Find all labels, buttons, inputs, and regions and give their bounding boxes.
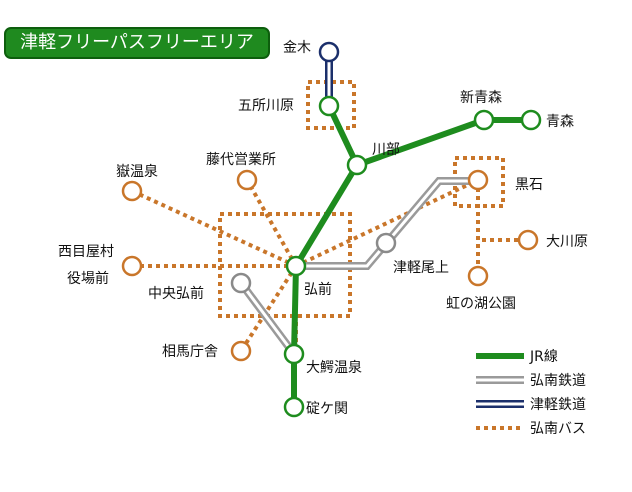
bus-route-hirosaki-dake (131, 189, 297, 268)
label-nishimeya: 西目屋村 (58, 244, 114, 260)
bus-route-goshogawara-area (306, 80, 356, 130)
legend: JR線 弘南鉄道 津軽鉄道 弘南バス (476, 349, 586, 437)
station-tsugaruonoe-marker (375, 232, 397, 254)
label-kanagi: 金木 (283, 40, 311, 56)
label-goshogawara: 五所川原 (238, 98, 294, 114)
station-kanagi-marker (318, 41, 340, 63)
label-yakubamae: 役場前 (67, 270, 109, 287)
bus-route-hirosaki-soma (239, 264, 298, 353)
stop-nishimeya-marker (121, 255, 143, 277)
konan-railway (237, 177, 478, 357)
stations (121, 41, 542, 418)
bus-route-hirosaki-kuroishi (295, 178, 479, 268)
station-aomori-marker (520, 109, 542, 131)
label-soma: 相馬庁舎 (162, 344, 218, 360)
label-dake: 嶽温泉 (116, 163, 158, 180)
jr-line-kawabe-shinaomori (354, 117, 487, 168)
stop-fujishiro-marker (236, 169, 258, 191)
bus-route-hirosaki-fujishiro (245, 179, 298, 267)
label-kuroishi: 黒石 (515, 177, 543, 193)
label-ikarigaseki: 碇ケ関 (306, 401, 348, 417)
stop-dake-marker (121, 180, 143, 202)
label-shinaomori: 新青森 (460, 90, 502, 106)
station-goshogawara-marker (318, 95, 340, 117)
legend-tsugaru-label: 津軽鉄道 (530, 397, 586, 413)
station-shinaomori-marker (473, 109, 495, 131)
station-ikarigaseki-marker (283, 396, 305, 418)
station-kuroishi-marker (467, 169, 489, 191)
label-hirosaki: 弘前 (304, 281, 332, 298)
station-labels: 金木 五所川原 川部 新青森 青森 黒石 大川原 津軽尾上 虹の湖公園 弘前 中… (58, 40, 588, 417)
map-title: 津軽フリーパスフリーエリア (4, 27, 270, 59)
bus-route-hirosaki-area (218, 212, 352, 318)
station-chuohirosaki-marker (230, 272, 252, 294)
legend-jr-label: JR線 (529, 349, 558, 365)
jr-line-kawabe-hirosaki (293, 162, 360, 269)
station-owani-marker (283, 343, 305, 365)
legend-konan-label: 弘南鉄道 (530, 373, 586, 389)
konan-line-inner-a (296, 179, 478, 268)
jr-line-hirosaki-ikarigaseki (291, 263, 299, 410)
konan-line-inner-b (239, 282, 296, 355)
label-chuohirosaki: 中央弘前 (148, 285, 204, 302)
label-aomori: 青森 (546, 114, 574, 130)
stop-soma-marker (230, 340, 252, 362)
label-okawara: 大川原 (546, 234, 588, 250)
label-owani: 大鰐温泉 (306, 359, 362, 376)
stop-nijinoko-marker (467, 265, 489, 287)
station-hirosaki-marker (285, 255, 307, 277)
legend-bus-label: 弘南バス (530, 421, 586, 437)
label-kawabe: 川部 (372, 142, 400, 158)
map-title-text: 津軽フリーパスフリーエリア (20, 32, 254, 53)
label-nijinoko: 虹の湖公園 (446, 296, 516, 312)
label-tsugaruonoe: 津軽尾上 (393, 260, 449, 276)
jr-line-goshogawara-kawabe (326, 103, 360, 168)
station-kawabe-marker (346, 154, 368, 176)
stop-okawara-marker (517, 229, 539, 251)
label-fujishiro: 藤代営業所 (206, 152, 276, 168)
